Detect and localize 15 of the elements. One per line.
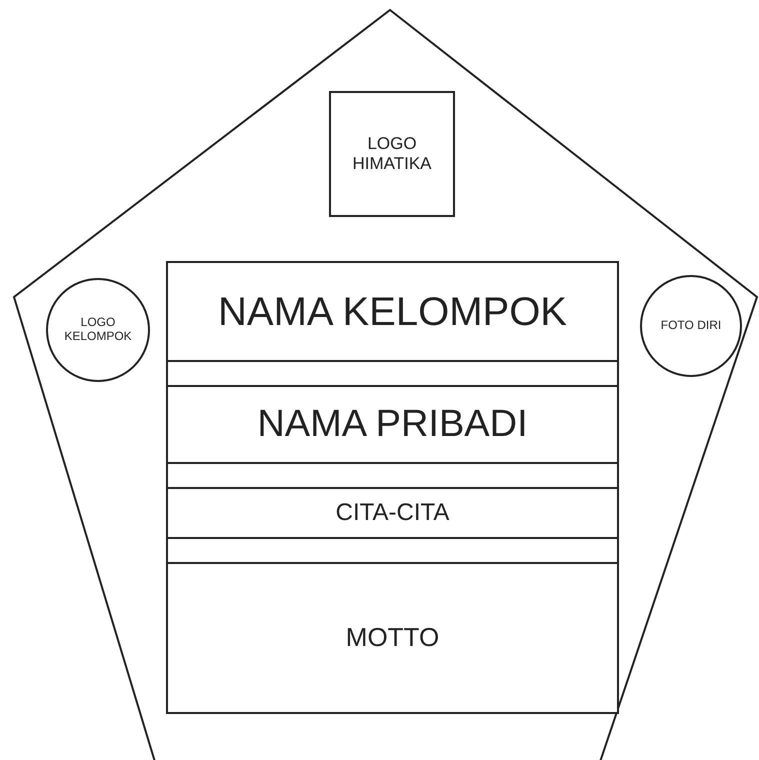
placeholder-frame: [329, 91, 455, 217]
text-row: [166, 562, 619, 714]
blank-strip: [166, 360, 619, 387]
placeholder-label: NAMA KELOMPOK: [218, 288, 567, 334]
text-row: [166, 385, 619, 464]
placeholder-label: CITA-CITA: [336, 499, 450, 527]
text-row: [166, 487, 619, 539]
placeholder-label: NAMA PRIBADI: [257, 402, 528, 446]
placeholder-label: LOGO HIMATIKA: [351, 134, 433, 174]
blank-strip: [166, 462, 619, 489]
blank-strip: [166, 537, 619, 564]
placeholder-label: MOTTO: [346, 623, 440, 653]
text-row: [166, 261, 619, 362]
placeholder-label: FOTO DIRI: [660, 319, 722, 333]
placeholder-label: LOGO KELOMPOK: [63, 316, 133, 344]
